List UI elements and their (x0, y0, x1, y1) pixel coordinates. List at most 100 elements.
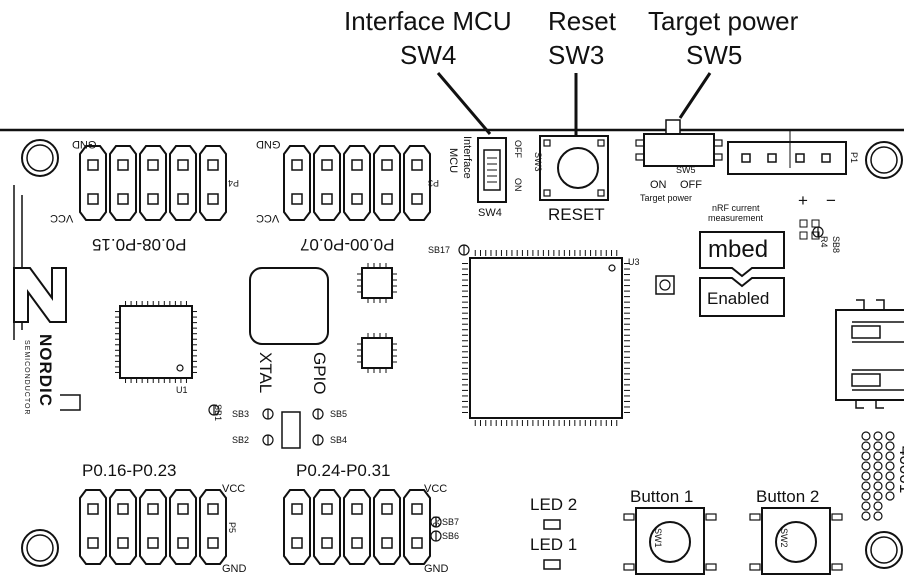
edge-hole (861, 501, 871, 511)
mounting-hole-bottom-right (865, 531, 903, 569)
mounting-hole-top-left (21, 139, 59, 177)
header-pin-column (169, 145, 197, 221)
header-pin (207, 503, 219, 515)
mounting-hole-top-right (865, 141, 903, 179)
solder-bridge-symbol (458, 244, 470, 256)
sw5-target-power-caption: Target power (640, 193, 693, 203)
p1-current-line1: nRF current (712, 203, 760, 213)
solder-bridge-symbol (812, 226, 824, 238)
header-pin (321, 159, 333, 171)
sw1-label: SW1 (653, 528, 663, 548)
header-pin-column (313, 489, 341, 565)
edge-hole (861, 481, 871, 491)
u3-side-pad (655, 275, 675, 295)
header-pin (381, 503, 393, 515)
header-pin-column (79, 145, 107, 221)
edge-hole (861, 471, 871, 481)
header-pin (351, 193, 363, 205)
header-pin (321, 503, 333, 515)
sw4-mcu-label: MCU (447, 148, 459, 174)
header-pin-column (403, 145, 431, 221)
edge-connector-holes (861, 431, 895, 521)
header-p6 (283, 489, 431, 565)
sw2-label: SW2 (779, 528, 789, 548)
sw4-name-label: SW4 (478, 207, 502, 219)
u3-label: U3 (628, 257, 640, 267)
sb1-label: SB1 (213, 404, 223, 422)
p1-current-line2: measurement (708, 213, 764, 223)
edge-hole (861, 441, 871, 451)
edge-serial-text: 40001 (896, 446, 904, 494)
header-pin (177, 537, 189, 549)
callout-reset-switch: SW3 (548, 40, 605, 70)
sw3-reset-caption: RESET (548, 205, 605, 224)
solder-bridge-symbol (262, 434, 274, 446)
header-pin (117, 193, 129, 205)
button2-label: Button 2 (756, 487, 820, 506)
sw4-off-label: OFF (513, 140, 523, 158)
antenna-tab (60, 394, 81, 411)
edge-hole (861, 431, 871, 441)
edge-hole (861, 491, 871, 501)
header-p4 (79, 145, 227, 221)
header-p1 (727, 141, 847, 175)
sb17-label: SB17 (428, 245, 451, 255)
sw5-target-power-switch (635, 119, 723, 167)
edge-hole (861, 451, 871, 461)
edge-hole (861, 461, 871, 471)
p6-vcc-label: VCC (424, 483, 448, 495)
sw5-off-label: OFF (680, 179, 702, 191)
p4-name-label: P4 (228, 178, 240, 188)
header-pin-column (139, 145, 167, 221)
sb2-label: SB2 (232, 435, 250, 445)
gpio-label: GPIO (310, 352, 329, 395)
p5-vcc-label: VCC (222, 483, 246, 495)
header-pin (381, 193, 393, 205)
solder-bridge-symbol (430, 530, 442, 542)
sw5-name-label: SW5 (676, 165, 696, 175)
gpio-expander-upper (357, 263, 397, 303)
xtal-label: XTAL (256, 352, 275, 394)
p4-vcc-label: VCC (50, 212, 74, 224)
header-pin (87, 193, 99, 205)
r4-label: R4 (819, 236, 829, 248)
header-pin-column (109, 145, 137, 221)
header-pin-column (139, 489, 167, 565)
header-pin-column (109, 489, 137, 565)
edge-hole (885, 441, 895, 451)
header-pin (411, 159, 423, 171)
led1-label: LED 1 (530, 535, 578, 554)
header-pin-column (343, 145, 371, 221)
callout-target-power-switch: SW5 (686, 40, 743, 70)
header-pin (147, 193, 159, 205)
header-pin (177, 503, 189, 515)
header-pin-column (283, 145, 311, 221)
header-pin (177, 159, 189, 171)
edge-hole (873, 451, 883, 461)
sw3-reset-button (539, 135, 609, 201)
nordic-sub-text: SEMICONDUCTOR (23, 340, 30, 416)
p5-gnd-label: GND (222, 563, 247, 575)
header-pin (291, 159, 303, 171)
header-pin-column (169, 489, 197, 565)
header-pin (351, 503, 363, 515)
header-p3 (283, 145, 431, 221)
sb6-label: SB6 (442, 531, 460, 541)
header-pin (117, 537, 129, 549)
p6-range-label: P0.24-P0.31 (296, 461, 391, 480)
edge-hole (885, 471, 895, 481)
sw5-on-label: ON (650, 179, 667, 191)
edge-hole (873, 431, 883, 441)
callout-reset-title: Reset (548, 6, 616, 36)
mbed-enabled-text: Enabled (707, 289, 770, 308)
u1-chip (115, 301, 197, 383)
header-pin (207, 159, 219, 171)
header-pin-column (313, 145, 341, 221)
header-pin (411, 503, 423, 515)
sb7-label: SB7 (442, 517, 460, 527)
led1-indicator (543, 559, 561, 570)
edge-hole (885, 491, 895, 501)
p5-range-label: P0.16-P0.23 (82, 461, 177, 480)
sw4-on-label: ON (513, 178, 523, 192)
